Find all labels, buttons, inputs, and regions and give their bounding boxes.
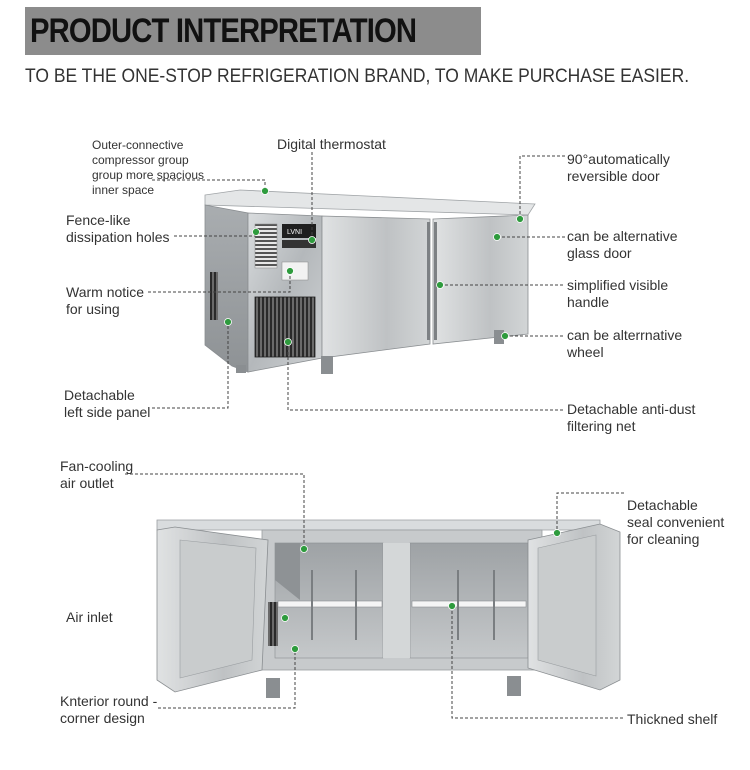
callout-glass-door: can be alternative glass door xyxy=(567,228,678,261)
callout-filter-net: Detachable anti-dust filtering net xyxy=(567,401,696,434)
callout-warm-notice: Warm notice for using xyxy=(66,284,145,317)
callout-air-inlet: Air inlet xyxy=(66,609,113,625)
leader-lines-bottom xyxy=(125,473,624,719)
callout-dots-top xyxy=(224,187,524,346)
title-bar xyxy=(25,7,481,55)
callout-fan-outlet: Fan-cooling air outlet xyxy=(60,458,134,491)
callout-wheel: can be alterrnative wheel xyxy=(567,327,683,360)
brand-mark: LVNI xyxy=(287,229,302,236)
callout-fence-holes: Fence-like dissipation holes xyxy=(66,212,170,245)
callout-seal: Detachable seal convenient for cleaning xyxy=(627,497,725,547)
page-title: PRODUCT INTERPRETATION xyxy=(30,12,417,50)
callout-handle: simplified visible handle xyxy=(567,277,669,310)
callout-left-panel: Detachable left side panel xyxy=(64,387,151,420)
open-refrigerator xyxy=(156,519,621,698)
callout-dots-bottom xyxy=(281,529,561,653)
callout-shelf: Thickned shelf xyxy=(627,711,718,727)
callout-reversible-door: 90°automatically reversible door xyxy=(567,151,670,184)
leader-lines-top xyxy=(148,152,565,411)
callout-thermostat: Digital thermostat xyxy=(277,136,386,152)
callout-compressor: Outer-connective compressor group group … xyxy=(92,138,205,197)
closed-refrigerator: LVNI xyxy=(204,189,536,374)
callout-round-corner: Knterior round - corner design xyxy=(60,693,158,726)
page-subtitle: TO BE THE ONE-STOP REFRIGERATION BRAND, … xyxy=(25,66,690,87)
